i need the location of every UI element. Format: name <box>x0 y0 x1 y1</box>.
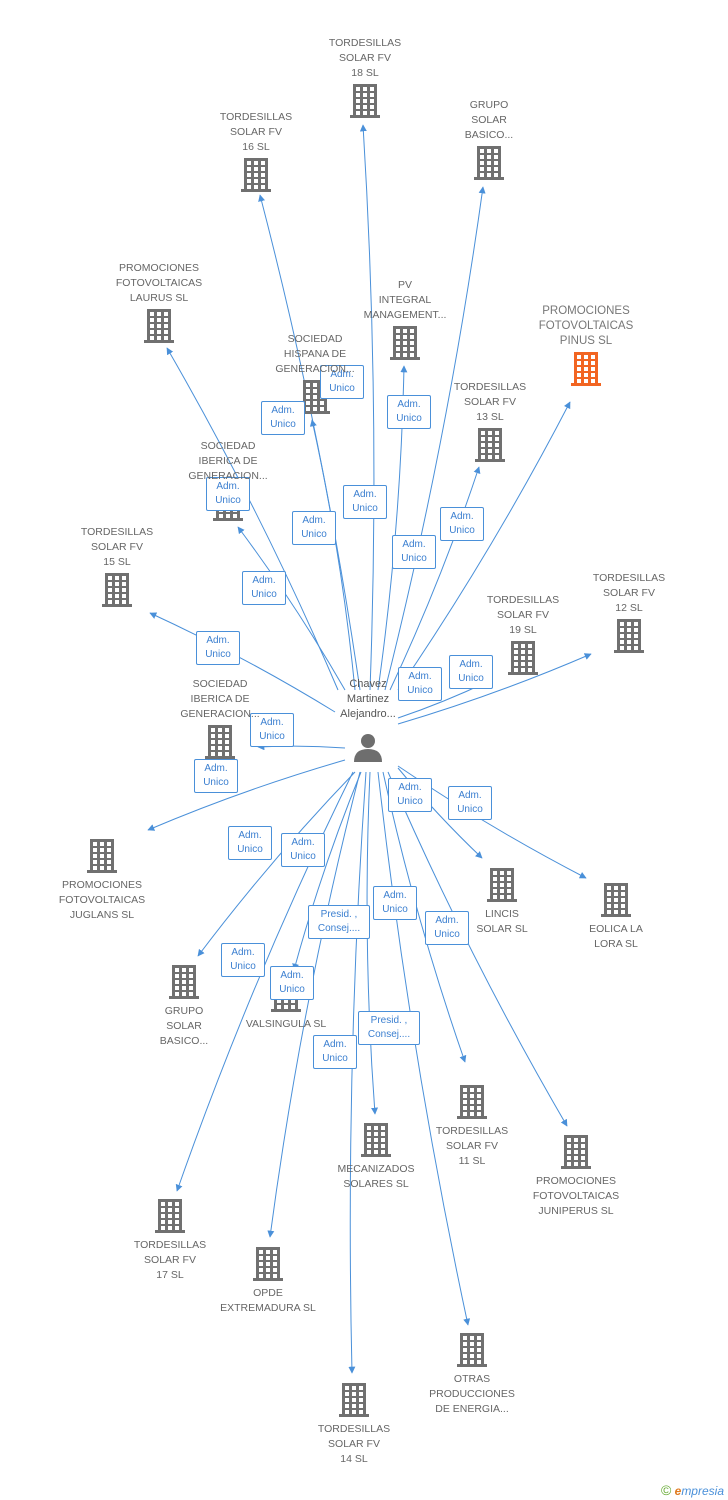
relation-badge-n11[interactable]: Adm. Unico <box>449 655 493 689</box>
company-label-n15[interactable]: LINCIS SOLAR SL <box>476 908 528 935</box>
relation-badge-n18[interactable]: Adm. Unico <box>281 833 325 867</box>
building-icon-n14[interactable] <box>87 839 117 873</box>
company-label-n12[interactable]: TORDESILLAS SOLAR FV 19 SL <box>486 594 560 636</box>
relation-edge-n20 <box>366 771 379 1115</box>
company-label-n16[interactable]: EOLICA LA LORA SL <box>589 923 643 950</box>
company-label-n11[interactable]: TORDESILLAS SOLAR FV 12 SL <box>592 572 666 614</box>
company-label-n23[interactable]: OPDE EXTREMADURA SL <box>220 1287 316 1314</box>
company-label-n13[interactable]: SOCIEDAD IBERICA DE GENERACION... <box>180 678 260 720</box>
relation-edge-n2 <box>384 186 486 691</box>
relation-edge-n10 <box>149 612 336 713</box>
building-icon-n11[interactable] <box>614 619 644 653</box>
company-label-n22[interactable]: TORDESILLAS SOLAR FV 17 SL <box>133 1239 207 1281</box>
relation-edge-n17 <box>197 771 356 957</box>
building-icon-n22[interactable] <box>155 1199 185 1233</box>
company-label-n19[interactable]: TORDESILLAS SOLAR FV 11 SL <box>435 1125 509 1167</box>
company-label-n24[interactable]: OTRAS PRODUCCIONES DE ENERGIA... <box>429 1373 515 1415</box>
relation-badge-n3[interactable]: Adm. Unico <box>261 401 305 435</box>
company-label-n18[interactable]: VALSINGULA SL <box>245 1018 327 1030</box>
building-icon-n16[interactable] <box>601 883 631 917</box>
building-icon-n1[interactable] <box>350 84 380 118</box>
relation-badge-n25[interactable]: Adm. Unico <box>313 1035 357 1069</box>
relation-badge-n24[interactable]: Adm. Unico <box>373 886 417 920</box>
building-icon-n4[interactable] <box>144 309 174 343</box>
relation-edge-n22 <box>175 771 354 1192</box>
relation-badge-n8[interactable]: Adm. Unico <box>392 535 436 569</box>
building-icon-n8[interactable] <box>475 428 505 462</box>
building-icon-n6[interactable] <box>571 352 601 386</box>
relation-badge-n12[interactable]: Adm. Unico <box>398 667 442 701</box>
building-icon-n2[interactable] <box>474 146 504 180</box>
footer-brand[interactable]: © empresia <box>661 1482 724 1498</box>
relation-edge-n6 <box>397 401 571 691</box>
building-icon-n20[interactable] <box>361 1123 391 1157</box>
building-icon-n17[interactable] <box>169 965 199 999</box>
company-label-n8[interactable]: TORDESILLAS SOLAR FV 13 SL <box>453 381 527 423</box>
company-label-n9[interactable]: SOCIEDAD IBERICA DE GENERACION... <box>188 440 268 482</box>
building-icon-n19[interactable] <box>457 1085 487 1119</box>
relation-badge-n20[interactable]: Presid. , Consej.... <box>308 905 370 939</box>
relation-badge-n21[interactable]: Adm. Unico <box>425 911 469 945</box>
relation-edge-n25 <box>348 771 367 1374</box>
relation-badge-n13[interactable]: Adm. Unico <box>250 713 294 747</box>
relation-edge-n9 <box>237 526 346 691</box>
relation-badge-n1[interactable]: Adm. Unico <box>320 365 364 399</box>
copyright-symbol: © <box>660 1482 672 1498</box>
building-icon-n10[interactable] <box>102 573 132 607</box>
company-label-n21[interactable]: PROMOCIONES FOTOVOLTAICAS JUNIPERUS SL <box>532 1175 620 1217</box>
building-icon-n3[interactable] <box>241 158 271 192</box>
company-label-n2[interactable]: GRUPO SOLAR BASICO... <box>464 99 514 141</box>
company-label-n5[interactable]: PV INTEGRAL MANAGEMENT... <box>363 279 447 321</box>
relation-badge-n9[interactable]: Adm. Unico <box>242 571 286 605</box>
relation-badge-n23[interactable]: Adm. Unico <box>270 966 314 1000</box>
building-icon-n5[interactable] <box>390 326 420 360</box>
relation-badge-n19[interactable]: Presid. , Consej.... <box>358 1011 420 1045</box>
building-icon-n13[interactable] <box>205 725 235 759</box>
relation-badge-n6[interactable]: Adm. Unico <box>440 507 484 541</box>
company-label-n25[interactable]: TORDESILLAS SOLAR FV 14 SL <box>317 1423 391 1465</box>
building-icon-n21[interactable] <box>561 1135 591 1169</box>
company-label-n20[interactable]: MECANIZADOS SOLARES SL <box>337 1163 415 1190</box>
person-name[interactable]: Chavez Martinez Alejandro... <box>340 678 396 720</box>
relation-edge-n14 <box>147 759 346 831</box>
relation-badge-n16[interactable]: Adm. Unico <box>448 786 492 820</box>
person-icon[interactable] <box>354 734 382 762</box>
building-icon-n25[interactable] <box>339 1383 369 1417</box>
relation-badge-n10[interactable]: Adm. Unico <box>196 631 240 665</box>
brand-e: e <box>674 1484 682 1498</box>
relation-edge-n21 <box>387 771 568 1127</box>
company-label-n10[interactable]: TORDESILLAS SOLAR FV 15 SL <box>80 526 154 568</box>
brand-name: mpresia <box>681 1484 724 1498</box>
relation-badge-n7[interactable]: Adm. Unico <box>292 511 336 545</box>
building-icon-n23[interactable] <box>253 1247 283 1281</box>
company-label-n6[interactable]: PROMOCIONES FOTOVOLTAICAS PINUS SL <box>538 305 634 347</box>
building-icon-n12[interactable] <box>508 641 538 675</box>
relation-badge-n5[interactable]: Adm. Unico <box>343 485 387 519</box>
relation-edge-n1 <box>359 124 375 691</box>
relation-edge-n7 <box>309 419 356 691</box>
company-label-n7[interactable]: SOCIEDAD HISPANA DE GENERACION... <box>275 333 355 375</box>
relation-edge-n18 <box>292 771 362 971</box>
relation-edge-n23 <box>267 771 361 1238</box>
company-label-n17[interactable]: GRUPO SOLAR BASICO... <box>159 1005 209 1047</box>
relation-edge-n8 <box>389 466 481 691</box>
relation-edge-n24 <box>377 771 471 1326</box>
company-label-n3[interactable]: TORDESILLAS SOLAR FV 16 SL <box>219 111 293 153</box>
relation-badge-n14[interactable]: Adm. Unico <box>194 759 238 793</box>
company-label-n14[interactable]: PROMOCIONES FOTOVOLTAICAS JUGLANS SL <box>58 879 146 921</box>
relation-badge-n22[interactable]: Adm. Unico <box>221 943 265 977</box>
relation-edge-n11 <box>397 653 592 725</box>
relation-badge-n17[interactable]: Adm. Unico <box>228 826 272 860</box>
company-label-n4[interactable]: PROMOCIONES FOTOVOLTAICAS LAURUS SL <box>115 262 203 304</box>
relation-badge-n4[interactable]: Adm. Unico <box>206 477 250 511</box>
relation-badge-n15[interactable]: Adm. Unico <box>388 778 432 812</box>
building-icon-n15[interactable] <box>487 868 517 902</box>
relation-badge-n2[interactable]: Adm. Unico <box>387 395 431 429</box>
company-label-n1[interactable]: TORDESILLAS SOLAR FV 18 SL <box>328 37 402 79</box>
building-icon-n24[interactable] <box>457 1333 487 1367</box>
